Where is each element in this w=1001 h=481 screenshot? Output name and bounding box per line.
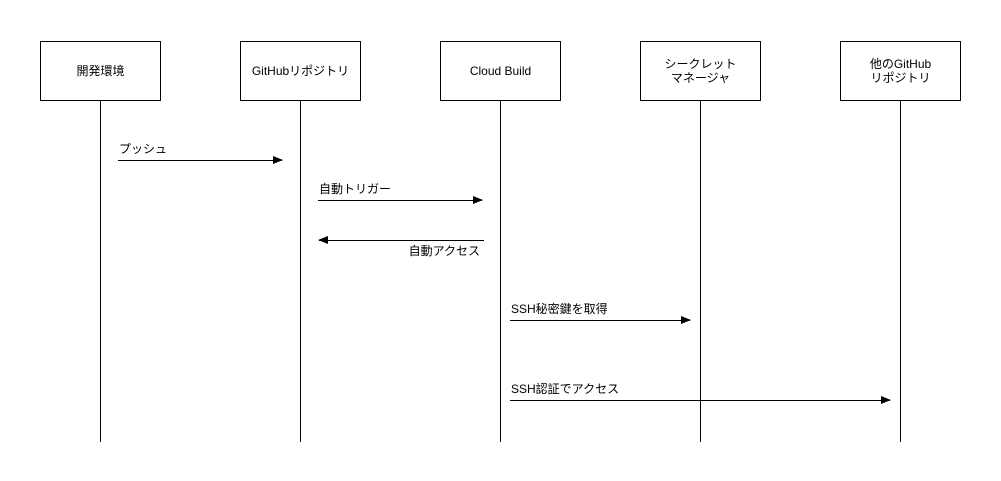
actor-box-other-github-repo: 他のGitHub リポジトリ — [840, 41, 961, 101]
actor-box-secret-manager: シークレット マネージャ — [640, 41, 761, 101]
lifeline-dev-env — [100, 100, 101, 442]
message-auto-trigger-line — [318, 200, 482, 201]
message-get-ssh-key-line — [510, 320, 690, 321]
message-ssh-auth-access-label: SSH認証でアクセス — [511, 382, 620, 396]
message-auto-access-line — [319, 240, 484, 241]
message-push-label: プッシュ — [119, 142, 168, 156]
lifeline-other-github-repo — [900, 100, 901, 442]
actor-box-dev-env: 開発環境 — [40, 41, 161, 101]
message-get-ssh-key-label: SSH秘密鍵を取得 — [511, 302, 608, 316]
arrowhead-right-icon — [881, 396, 891, 404]
actor-box-github-repo: GitHubリポジトリ — [240, 41, 361, 101]
message-push-line — [118, 160, 282, 161]
arrowhead-right-icon — [273, 156, 283, 164]
actor-box-cloud-build: Cloud Build — [440, 41, 561, 101]
lifeline-secret-manager — [700, 100, 701, 442]
message-ssh-auth-access-line — [510, 400, 890, 401]
arrowhead-right-icon — [473, 196, 483, 204]
lifeline-github-repo — [300, 100, 301, 442]
message-auto-trigger-label: 自動トリガー — [319, 182, 392, 196]
arrowhead-left-icon — [318, 236, 328, 244]
arrowhead-right-icon — [681, 316, 691, 324]
lifeline-cloud-build — [500, 100, 501, 442]
message-auto-access-label: 自動アクセス — [408, 244, 480, 258]
